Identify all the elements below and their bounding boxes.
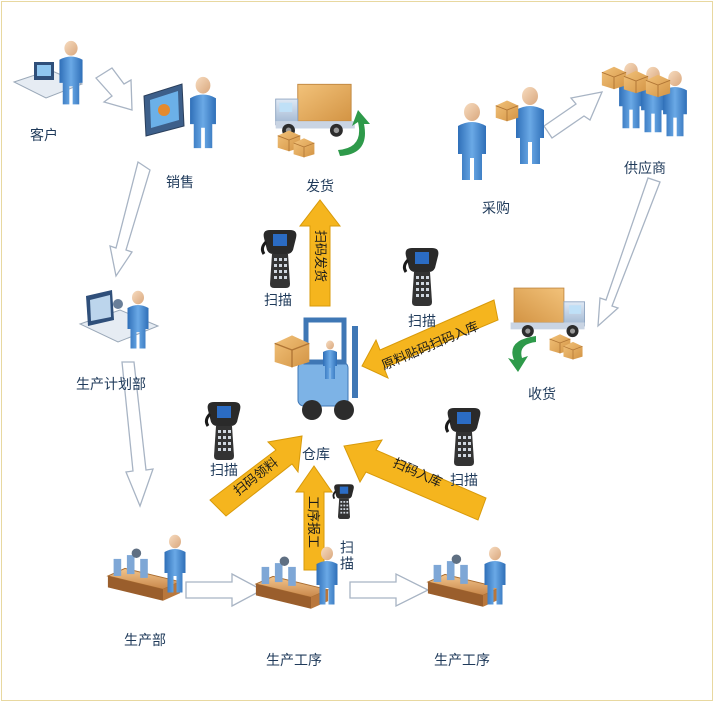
node-label-purchasing: 采购 (482, 198, 510, 218)
scanner-icon (333, 484, 353, 519)
shipping-truck-icon (276, 84, 370, 157)
receiving-truck-icon (508, 288, 585, 372)
arrow-text-process-report: 工序报工 (305, 496, 320, 548)
scanner-label: 扫描 (336, 540, 356, 572)
node-label-shipping: 发货 (306, 176, 334, 196)
scanner-label: 扫描 (264, 290, 292, 310)
scanner-icon (206, 402, 240, 460)
arrow-supplier-to-receiving (598, 178, 660, 326)
node-label-process2: 生产工序 (434, 650, 490, 670)
scanner-icon (446, 408, 480, 466)
arrow-customer-to-sales (96, 68, 132, 110)
scanner-label: 扫描 (408, 311, 436, 331)
arrow-process1-to-process2 (350, 574, 428, 606)
node-label-supplier: 供应商 (624, 158, 666, 178)
supplier-icon (602, 63, 687, 136)
sales-icon (144, 77, 216, 148)
scanner-label: 扫描 (450, 470, 478, 490)
production-line-icon (108, 535, 186, 601)
arrow-production-to-process1 (186, 574, 262, 606)
node-label-customer: 客户 (30, 125, 58, 145)
warehouse-forklift-icon (275, 320, 358, 420)
arrow-sales-to-planning (110, 162, 150, 276)
node-label-planning: 生产计划部 (76, 374, 146, 394)
node-label-warehouse: 仓库 (302, 444, 330, 464)
hollow-arrows (96, 68, 660, 606)
purchasing-icon (458, 87, 544, 180)
arrow-text-scan-ship: 扫码发货 (312, 230, 328, 282)
scanner-icon (404, 248, 438, 306)
node-label-production: 生产部 (124, 630, 166, 650)
scanner-icon (262, 230, 296, 288)
process1-line-icon (256, 547, 338, 609)
planning-icon (80, 290, 158, 349)
node-label-process1: 生产工序 (266, 650, 322, 670)
arrow-purchase-to-supplier (544, 92, 602, 138)
scanner-label: 扫描 (210, 460, 238, 480)
node-label-sales: 销售 (166, 172, 194, 192)
node-label-receiving: 收货 (528, 384, 556, 404)
customer-icon (14, 41, 83, 105)
process2-line-icon (428, 547, 506, 607)
